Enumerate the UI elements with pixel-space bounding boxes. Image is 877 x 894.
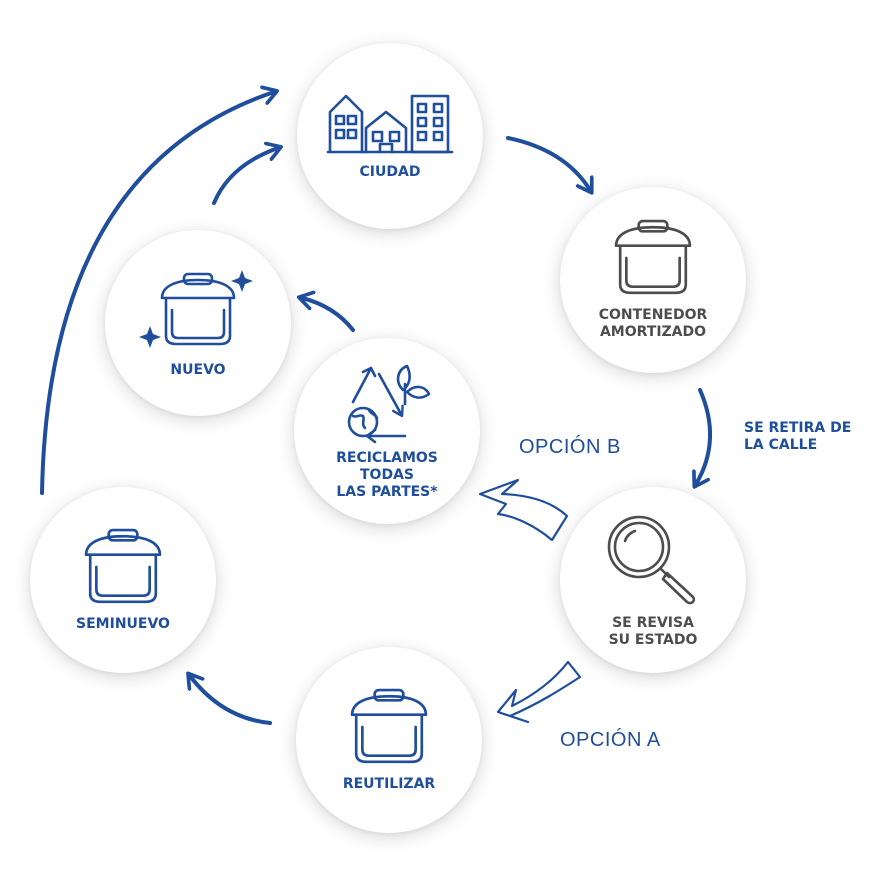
bin-icon: [350, 688, 428, 763]
seminuevo-label: SEMINUEVO: [76, 615, 170, 632]
nuevo-label: NUEVO: [170, 361, 226, 378]
reciclamos-label: RECICLAMOS TODAS LAS PARTES*: [336, 449, 438, 500]
arrow-nuevo-to-ciudad: [212, 148, 278, 205]
node-seminuevo: SEMINUEVO: [30, 487, 216, 673]
se-revisa-label: SE REVISA SU ESTADO: [608, 615, 698, 648]
node-reciclamos: RECICLAMOS TODAS LAS PARTES*: [294, 338, 480, 524]
node-nuevo: NUEVO: [105, 230, 291, 416]
sparkle-bin-icon: [139, 269, 253, 348]
arrow-contenedor-to-revisa: [696, 388, 713, 484]
node-reutilizar: REUTILIZAR: [296, 647, 482, 833]
arrow-reutilizar-to-seminuevo: [190, 676, 272, 725]
option-a-arrow: [496, 660, 582, 724]
recycle-globe-icon: [347, 364, 431, 443]
magnifier-icon: [607, 515, 696, 605]
node-se-revisa: SE REVISA SU ESTADO: [560, 487, 746, 673]
bin-icon: [614, 219, 692, 295]
option-b-label: OPCIÓN B: [519, 436, 621, 458]
bin-icon: [84, 528, 162, 603]
ciudad-label: CIUDAD: [359, 163, 421, 180]
option-b-arrow: [478, 478, 569, 542]
reutilizar-label: REUTILIZAR: [342, 775, 436, 792]
arrow-seminuevo-to-ciudad: [40, 92, 274, 495]
contenedor-amortizado-label: CONTENEDOR AMORTIZADO: [598, 307, 708, 340]
node-contenedor-amortizado: CONTENEDOR AMORTIZADO: [560, 187, 746, 373]
arrow-ciudad-to-contenedor: [506, 136, 590, 190]
node-ciudad: CIUDAD: [297, 43, 483, 229]
city-buildings-icon: [326, 94, 454, 153]
se-retira-note: SE RETIRA DE LA CALLE: [744, 420, 852, 453]
option-a-label: OPCIÓN A: [560, 729, 661, 751]
arrow-reciclamos-to-nuevo: [302, 298, 355, 332]
